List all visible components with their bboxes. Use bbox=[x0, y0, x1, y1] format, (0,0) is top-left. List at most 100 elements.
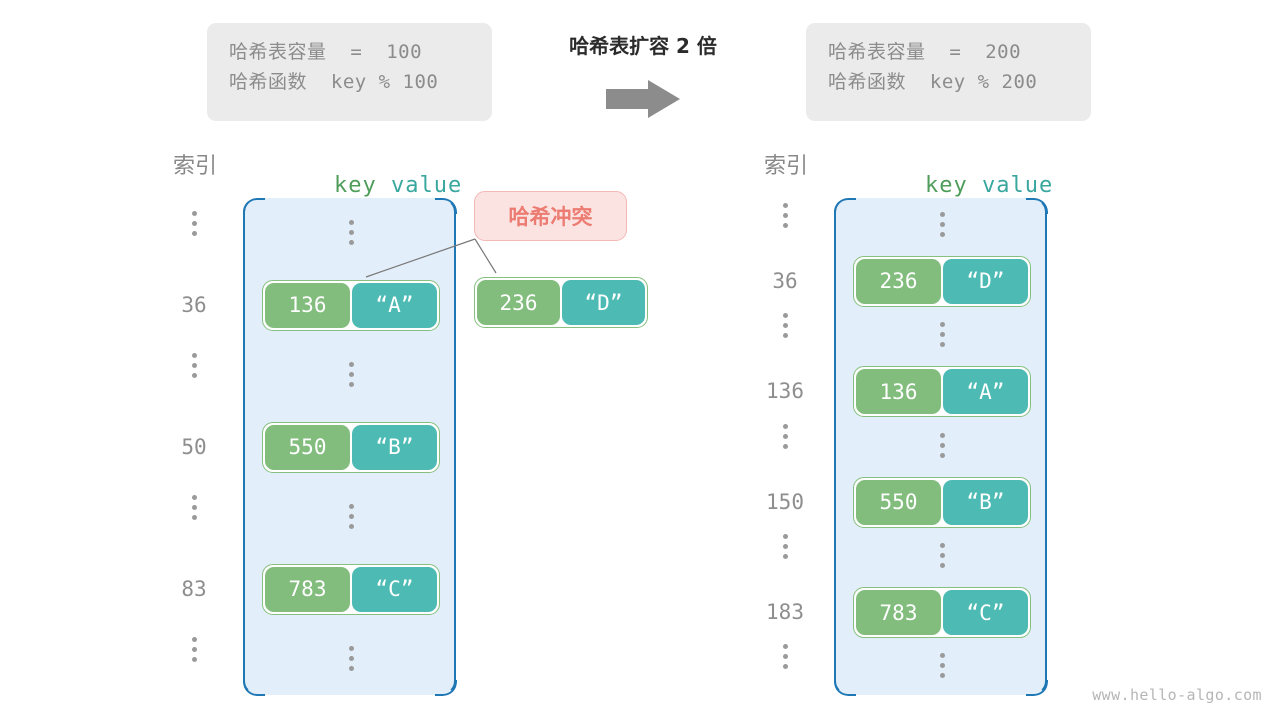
bucket-ellipsis-dots bbox=[939, 648, 945, 687]
row-index: 50 bbox=[181, 434, 207, 459]
bucket-entry: 236“D” bbox=[853, 255, 1031, 307]
row-index bbox=[741, 198, 829, 254]
bucket-ellipsis-icon bbox=[262, 209, 440, 260]
bucket-ellipsis-icon bbox=[853, 532, 1031, 583]
entry-value: “B” bbox=[943, 479, 1028, 525]
hash-function-line-after: 哈希函数 key % 200 bbox=[828, 71, 1038, 93]
key-column-header-right: key bbox=[924, 173, 968, 198]
table-row: 183 783“C” bbox=[741, 584, 1061, 640]
entry-key: 136 bbox=[856, 369, 941, 415]
entry-value: “A” bbox=[352, 282, 437, 328]
bucket-ellipsis-icon bbox=[853, 201, 1031, 252]
table-row bbox=[150, 490, 470, 546]
kv-column-header-right: key value bbox=[868, 148, 1053, 223]
bucket-entry: 550“B” bbox=[262, 421, 440, 473]
collision-entry-key: 236 bbox=[477, 280, 560, 325]
capacity-line-after: 哈希表容量 = 200 bbox=[828, 41, 1022, 63]
index-ellipsis-icon bbox=[782, 419, 788, 475]
right-arrow-icon bbox=[606, 80, 680, 118]
table-row bbox=[741, 419, 1061, 475]
entry-value: “A” bbox=[943, 369, 1028, 415]
index-ellipsis-icon bbox=[191, 490, 197, 546]
index-ellipsis-icon bbox=[191, 348, 197, 404]
table-row bbox=[741, 639, 1061, 695]
index-ellipsis-icon bbox=[782, 308, 788, 364]
table-row bbox=[741, 308, 1061, 364]
entry-key: 783 bbox=[856, 590, 941, 636]
row-index bbox=[150, 632, 238, 688]
table-row bbox=[741, 198, 1061, 254]
hash-table-config-box-before: 哈希表容量 = 100 哈希函数 key % 100 bbox=[207, 23, 492, 121]
row-index bbox=[150, 490, 238, 546]
bucket-entry: 783“C” bbox=[262, 563, 440, 615]
table-row bbox=[150, 206, 470, 262]
bucket-ellipsis-dots bbox=[348, 357, 354, 396]
bucket-ellipsis-icon bbox=[262, 635, 440, 686]
bucket-entry: 136“A” bbox=[262, 279, 440, 331]
bucket-ellipsis-icon bbox=[853, 422, 1031, 473]
table-row bbox=[741, 529, 1061, 585]
row-index: 150 bbox=[766, 489, 804, 514]
table-row: 36 236“D” bbox=[741, 253, 1061, 309]
row-index bbox=[741, 308, 829, 364]
row-index bbox=[741, 529, 829, 585]
entry-key: 236 bbox=[856, 258, 941, 304]
expand-caption: 哈希表扩容 2 倍 bbox=[569, 34, 717, 58]
bucket-ellipsis-icon bbox=[262, 493, 440, 544]
collision-badge: 哈希冲突 bbox=[474, 191, 627, 241]
index-ellipsis-icon bbox=[782, 529, 788, 585]
table-row bbox=[150, 632, 470, 688]
row-index bbox=[741, 419, 829, 475]
bucket-ellipsis-icon bbox=[853, 642, 1031, 693]
entry-key: 550 bbox=[265, 424, 350, 470]
entry-value: “C” bbox=[943, 590, 1028, 636]
row-index: 36 bbox=[181, 292, 207, 317]
watermark: www.hello-algo.com bbox=[1092, 686, 1262, 704]
table-row bbox=[150, 348, 470, 404]
bucket-ellipsis-dots bbox=[348, 499, 354, 538]
index-ellipsis-icon bbox=[782, 198, 788, 254]
hash-function-line-before: 哈希函数 key % 100 bbox=[229, 71, 439, 93]
entry-key: 550 bbox=[856, 479, 941, 525]
value-column-header-right: value bbox=[981, 173, 1054, 198]
row-index bbox=[150, 206, 238, 262]
row-index: 183 bbox=[766, 600, 804, 625]
bucket-ellipsis-dots bbox=[939, 428, 945, 467]
index-column-header-left: 索引 bbox=[173, 154, 218, 179]
bucket-ellipsis-dots bbox=[939, 317, 945, 356]
table-row: 50 550“B” bbox=[150, 419, 470, 475]
row-index bbox=[150, 348, 238, 404]
entry-value: “C” bbox=[352, 566, 437, 612]
row-index: 83 bbox=[181, 576, 207, 601]
bucket-ellipsis-dots bbox=[348, 641, 354, 680]
entry-key: 136 bbox=[265, 282, 350, 328]
collision-entry: 236 “D” bbox=[474, 277, 648, 328]
bucket-ellipsis-dots bbox=[939, 538, 945, 577]
entry-key: 783 bbox=[265, 566, 350, 612]
bucket-entry: 136“A” bbox=[853, 366, 1031, 418]
collision-entry-value: “D” bbox=[562, 280, 645, 325]
bucket-entry: 550“B” bbox=[853, 476, 1031, 528]
key-column-header-left: key bbox=[333, 173, 377, 198]
table-row: 36 136“A” bbox=[150, 277, 470, 333]
value-column-header-left: value bbox=[390, 173, 463, 198]
collision-badge-label: 哈希冲突 bbox=[508, 205, 593, 229]
bucket-entry: 783“C” bbox=[853, 587, 1031, 639]
hash-table-config-box-after: 哈希表容量 = 200 哈希函数 key % 200 bbox=[806, 23, 1091, 121]
index-ellipsis-icon bbox=[191, 632, 197, 688]
row-index bbox=[741, 639, 829, 695]
index-ellipsis-icon bbox=[191, 206, 197, 262]
kv-column-header-left: key value bbox=[277, 148, 462, 223]
bucket-ellipsis-icon bbox=[853, 311, 1031, 362]
bucket-ellipsis-icon bbox=[262, 351, 440, 402]
index-column-header-right: 索引 bbox=[764, 154, 809, 179]
entry-value: “B” bbox=[352, 424, 437, 470]
index-ellipsis-icon bbox=[782, 639, 788, 695]
row-index: 136 bbox=[766, 379, 804, 404]
capacity-line-before: 哈希表容量 = 100 bbox=[229, 41, 423, 63]
row-index: 36 bbox=[772, 268, 798, 293]
bucket-ellipsis-dots bbox=[939, 207, 945, 246]
table-row: 83 783“C” bbox=[150, 561, 470, 617]
table-row: 150 550“B” bbox=[741, 474, 1061, 530]
